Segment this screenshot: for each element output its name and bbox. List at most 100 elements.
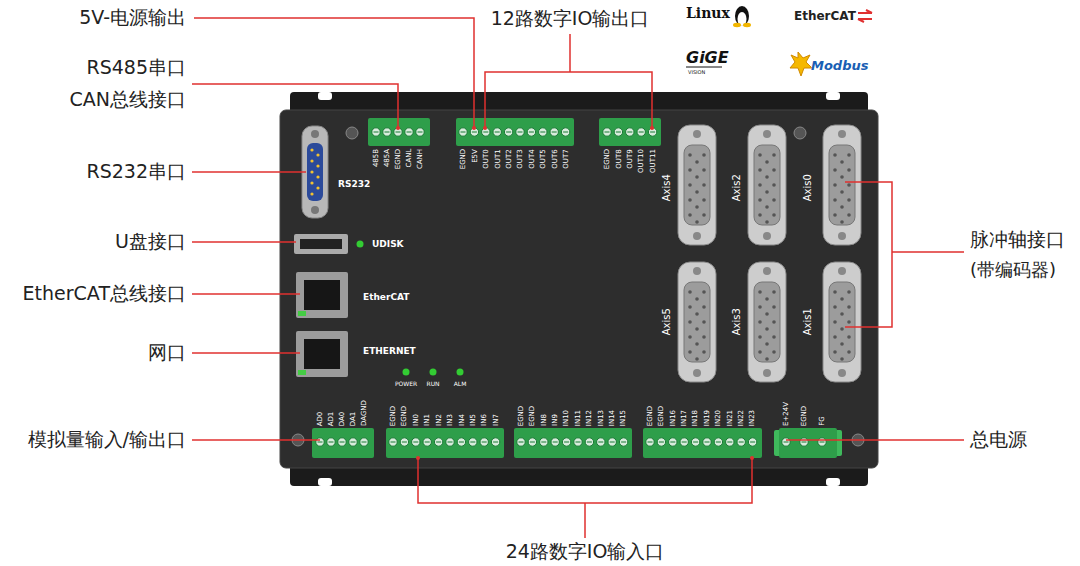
callout-label: 总电源 xyxy=(970,429,1027,451)
pin-label: IN19 xyxy=(703,410,711,426)
panel-label: EtherCAT xyxy=(363,292,409,302)
pin-label: IN14 xyxy=(608,410,616,426)
callout-label: (带编码器) xyxy=(970,260,1056,281)
pin-label: IN12 xyxy=(585,410,593,426)
pin-label: DA1 xyxy=(349,411,357,426)
linux-logo xyxy=(733,6,751,27)
pin-label: 485A xyxy=(383,149,391,167)
pin-label: 485B xyxy=(372,149,380,167)
pin-label: IN3 xyxy=(446,414,454,426)
panel-label: POWER xyxy=(395,381,417,388)
pin-label: IN23 xyxy=(749,410,757,426)
pin-label: IN2 xyxy=(435,414,443,426)
pin-label: IN6 xyxy=(480,414,488,426)
pin-label: IN1 xyxy=(423,414,431,426)
pin-label: EGND xyxy=(603,149,611,169)
pin-label: OUT0 xyxy=(482,149,490,168)
pin-label: E+24V xyxy=(782,402,790,426)
pin-label: OUT10 xyxy=(637,149,645,173)
callout-label: CAN总线接口 xyxy=(70,89,186,111)
pin-label: CANL xyxy=(405,149,413,168)
pin-label: EGND xyxy=(400,406,408,426)
panel-label: ETHERNET xyxy=(363,346,416,356)
pin-label: EGND xyxy=(657,406,665,426)
logo-text: Modbus xyxy=(811,59,868,74)
pin-label: IN21 xyxy=(726,410,734,426)
ethercat-logo xyxy=(858,10,872,22)
pin-label: EGND xyxy=(800,406,808,426)
callout-label: RS232串口 xyxy=(86,161,186,183)
pin-label: IN22 xyxy=(737,410,745,426)
pin-label: EGND xyxy=(646,406,654,426)
led xyxy=(357,241,364,248)
pin-label: IN16 xyxy=(669,410,677,426)
screw xyxy=(292,127,864,446)
pin-label: DAGND xyxy=(360,400,368,426)
axis-connectors xyxy=(678,125,861,382)
pin-label: OUT2 xyxy=(505,149,513,168)
pin-label: OUT6 xyxy=(550,149,558,168)
front-panel xyxy=(280,110,878,468)
leader-lines xyxy=(192,18,964,538)
callout-label: 模拟量输入/输出口 xyxy=(28,429,186,451)
logo-text: Linux xyxy=(686,5,730,21)
pin-label: CANH xyxy=(416,149,424,169)
pin-label: DA0 xyxy=(338,411,346,426)
pin-label: IN7 xyxy=(492,414,500,426)
callout-label: 网口 xyxy=(148,342,186,364)
pin-label: OUT7 xyxy=(562,149,570,168)
panel-label: ALM xyxy=(454,381,467,388)
terminal-block xyxy=(514,428,632,458)
pin-label: EGND xyxy=(528,406,536,426)
pin-label: AD1 xyxy=(327,411,335,426)
pin-label: AD0 xyxy=(316,411,324,426)
pin-label: OUT1 xyxy=(493,149,501,168)
pin-label: IN10 xyxy=(563,410,571,426)
rj45-port xyxy=(296,272,348,318)
leader-dots xyxy=(396,126,754,460)
pin-label: OUT5 xyxy=(539,149,547,168)
panel-label: RS232 xyxy=(338,179,370,189)
callout-label: 5V-电源输出 xyxy=(79,7,186,29)
axis-label: Axis5 xyxy=(661,308,673,335)
axis-label: Axis1 xyxy=(802,308,814,335)
pin-label: IN20 xyxy=(714,410,722,426)
terminal-screws xyxy=(310,128,826,446)
callout-label: U盘接口 xyxy=(115,231,186,253)
terminal-block xyxy=(643,428,762,458)
pin-label: IN8 xyxy=(540,414,548,426)
terminal-block xyxy=(368,118,430,146)
usb-port xyxy=(294,234,348,254)
pin-label: EGND xyxy=(394,149,402,169)
callout-label: 脉冲轴接口 xyxy=(970,229,1065,251)
logo-text: EtherCAT xyxy=(794,10,856,24)
panel-label: RUN xyxy=(426,381,439,388)
pin-label: FG xyxy=(818,417,826,426)
axis-label: Axis3 xyxy=(731,308,743,335)
terminal-block xyxy=(312,428,374,458)
logo-text: GiGE xyxy=(686,49,729,67)
axis-label: Axis0 xyxy=(802,174,814,201)
led xyxy=(403,369,410,376)
pin-label: OUT9 xyxy=(626,149,634,168)
panel-label: UDISK xyxy=(372,239,404,249)
pin-label: EGND xyxy=(517,406,525,426)
terminal-block xyxy=(386,428,504,458)
pin-label: IN11 xyxy=(574,410,582,426)
pin-label: OUT8 xyxy=(614,149,622,168)
pin-label: IN0 xyxy=(412,414,420,426)
pin-label: IN5 xyxy=(469,414,477,426)
axis-label: Axis2 xyxy=(731,174,743,201)
pin-label: IN4 xyxy=(457,414,465,426)
callout-label: 12路数字IO输出口 xyxy=(491,8,650,30)
led xyxy=(430,369,437,376)
pin-label: IN13 xyxy=(597,410,605,426)
modbus-logo xyxy=(790,52,812,76)
callout-label: RS485串口 xyxy=(86,57,186,79)
pin-label: E5V xyxy=(470,149,478,163)
callout-label: EtherCAT总线接口 xyxy=(23,283,186,305)
rj45-port xyxy=(296,331,348,377)
pin-label: OUT11 xyxy=(649,149,657,173)
pin-label: IN15 xyxy=(620,410,628,426)
